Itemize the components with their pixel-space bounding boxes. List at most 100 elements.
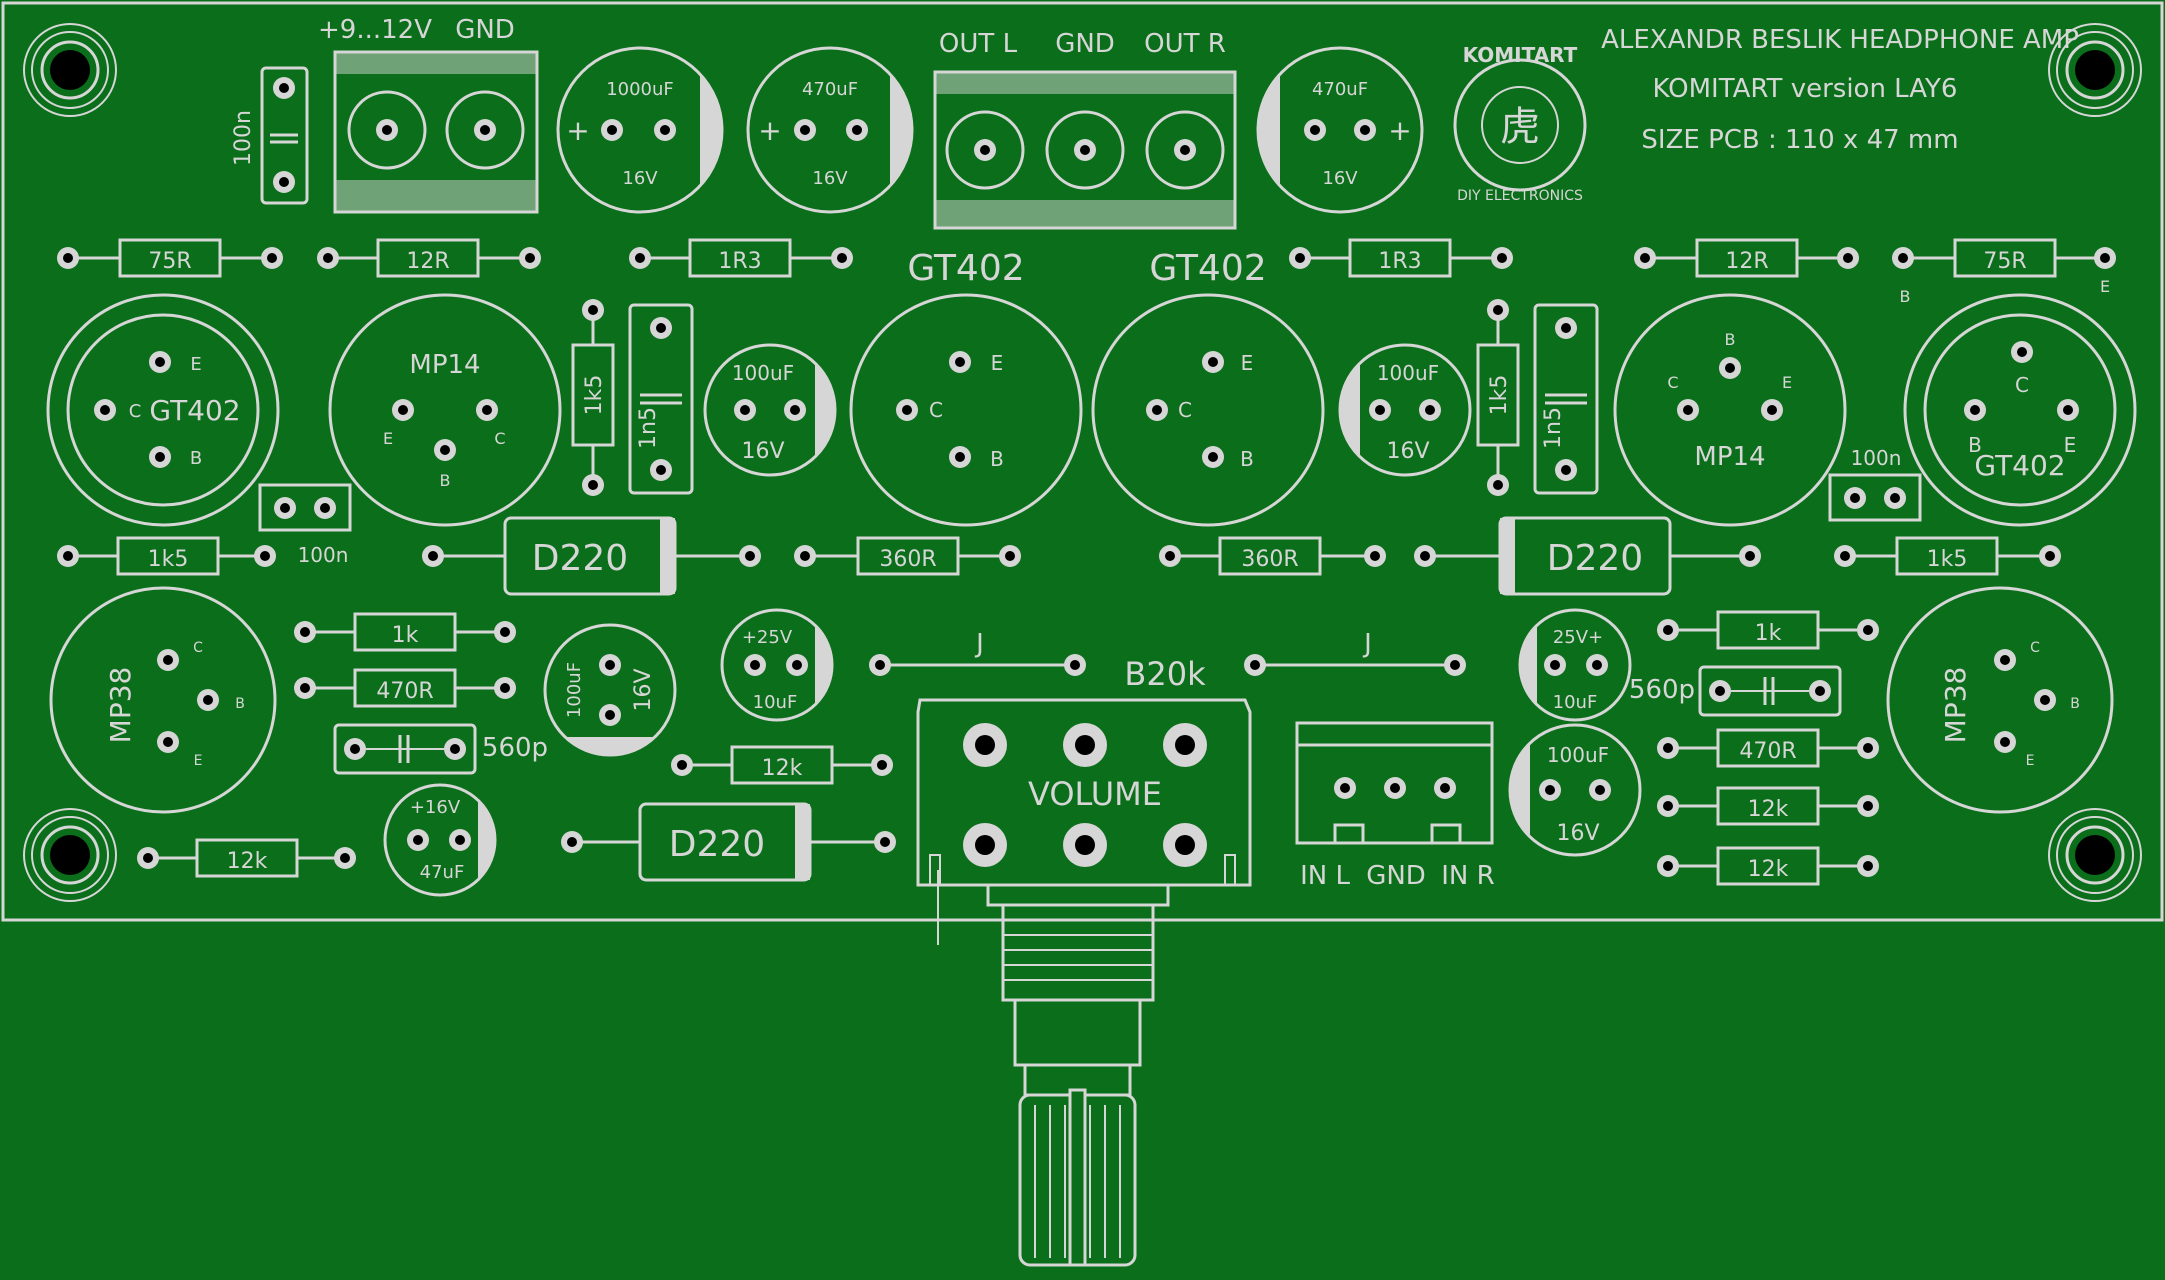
resistor-1r3-right: 1R3 <box>1289 238 1513 278</box>
resistor-470r-right: 470R <box>1657 728 1879 768</box>
logo-glyph: 虎 <box>1500 104 1540 150</box>
cap-film-1n5-right: 1n5 <box>1533 303 1599 495</box>
resistor-label: 470R <box>1739 739 1796 764</box>
cap-value: 470uF <box>802 79 858 100</box>
cap-voltage: 16V <box>1386 439 1429 464</box>
pin-b-label: B <box>1725 330 1736 349</box>
resistor-label: 1k5 <box>1487 375 1512 416</box>
cap-voltage: 16V <box>741 439 784 464</box>
cap-label: 560p <box>1629 675 1695 705</box>
transistor-label: GT402 <box>149 394 240 427</box>
resistor-label: 12k <box>1748 797 1789 822</box>
svg-text:+: + <box>758 114 781 147</box>
komitart-logo: 虎 KOMITART DIY ELECTRONICS <box>1453 43 1587 204</box>
resistor-row-1: 75R 12R 1R3 1R3 12R <box>57 238 2116 278</box>
cap-value: 100uF <box>1377 361 1439 385</box>
resistor-label: 1R3 <box>1378 249 1421 274</box>
resistor-1k5-vertical-right: 1k5 <box>1476 299 1520 496</box>
pin-c-label: C <box>193 640 203 656</box>
transistor-label: MP14 <box>409 350 480 380</box>
pin-b-label: B <box>2070 696 2080 712</box>
pin-c-label: C <box>494 429 505 448</box>
cap-voltage: +25V <box>742 627 793 648</box>
pin-c-label: C <box>2030 640 2040 656</box>
resistor-label: 470R <box>376 679 433 704</box>
pin-b-label: B <box>1240 447 1254 471</box>
pin-e-label: E <box>383 429 393 448</box>
power-gnd-label: GND <box>455 15 515 45</box>
output-connector: OUT L GND OUT R <box>933 29 1237 230</box>
resistor-label: 1k5 <box>1927 547 1968 572</box>
diode-d220-left: D220 <box>422 516 761 596</box>
resistor-label: 1k5 <box>582 375 607 416</box>
cap-film-100n-right: 100n <box>1828 446 1922 522</box>
pin-b-label: B <box>1968 433 1982 457</box>
power-voltage-label: +9...12V <box>318 15 432 45</box>
cap-film-100n-top: 100n <box>231 66 309 205</box>
transistor-gt402-right: GT402 C B E B E <box>1900 277 2137 527</box>
transistor-gt402-left: GT402 E C B <box>46 293 280 527</box>
logo-text-top: KOMITART <box>1463 43 1578 67</box>
pin-c-label: C <box>1667 373 1678 392</box>
pin-e-label: E <box>2100 277 2110 296</box>
pin-c-label: C <box>129 401 142 422</box>
cap-label: 560p <box>482 733 548 763</box>
diode-label: D220 <box>1547 538 1643 579</box>
resistor-label: 12R <box>1725 249 1768 274</box>
transistor-gt402-center-left: GT402 E C B <box>849 248 1083 527</box>
diode-d220-right: D220 <box>1414 516 1761 596</box>
in-l-label: IN L <box>1300 861 1350 891</box>
pin-c-label: C <box>2015 373 2029 397</box>
cap-elec-47uf: +16V 47uF <box>383 783 497 897</box>
transistor-label: GT402 <box>907 248 1024 289</box>
out-r-label: OUT R <box>1144 29 1226 59</box>
resistor-75r-left: 75R <box>57 238 283 278</box>
pin-e-label: E <box>194 753 203 769</box>
resistor-12k-right-2: 12k <box>1657 846 1879 886</box>
svg-text:+: + <box>566 114 589 147</box>
pin-e-label: E <box>1241 351 1254 375</box>
input-connector: IN L GND IN R <box>1295 721 1495 891</box>
cap-voltage: 16V <box>1322 168 1358 189</box>
pin-b-label: B <box>235 696 245 712</box>
power-connector: +9...12V GND <box>318 15 539 214</box>
resistor-1k5-right: 1k5 <box>1834 536 2061 576</box>
cap-label: 1n5 <box>636 407 661 449</box>
cap-elec-100uf-right: 100uF 16V <box>1338 343 1472 477</box>
resistor-1k-right: 1k <box>1657 610 1879 650</box>
resistor-12r-left: 12R <box>317 238 541 278</box>
pin-e-label: E <box>1782 373 1792 392</box>
cap-value: 1000uF <box>606 79 674 100</box>
cap-value: 470uF <box>1312 79 1368 100</box>
resistor-12k-left: 12k <box>137 838 356 878</box>
cap-film-560p-left: 560p <box>333 723 548 775</box>
jumper-label: J <box>974 629 984 659</box>
cap-voltage: 25V+ <box>1553 627 1603 648</box>
pin-e-label: E <box>190 354 201 375</box>
cap-elec-10uf-left: +25V 10uF <box>720 608 834 722</box>
pin-b-label: B <box>440 471 451 490</box>
jumper-j2: J <box>1244 629 1466 676</box>
resistor-1r3-left: 1R3 <box>629 238 853 278</box>
cap-voltage: 16V <box>1556 821 1599 846</box>
pin-c-label: C <box>929 398 943 422</box>
in-gnd-label: GND <box>1366 861 1426 891</box>
pin-c-label: C <box>1178 398 1192 422</box>
jumper-j1: J <box>869 629 1086 676</box>
cap-voltage: 16V <box>631 668 656 711</box>
transistor-mp38-left: MP38 C B E <box>49 586 277 814</box>
svg-text:+: + <box>1388 114 1411 147</box>
cap-voltage: 16V <box>622 168 658 189</box>
resistor-label: 75R <box>1983 249 2026 274</box>
out-l-label: OUT L <box>939 29 1018 59</box>
resistor-label: 1R3 <box>718 249 761 274</box>
cap-film-100n-left: 100n <box>258 483 352 567</box>
cap-value: 10uF <box>753 692 798 713</box>
cap-elec-1000uf: 1000uF 16V + <box>556 46 724 214</box>
resistor-label: 1k <box>392 623 419 648</box>
transistor-mp14-left: MP14 E B C <box>328 293 562 527</box>
resistor-12k-right-1: 12k <box>1657 786 1879 826</box>
board-version: KOMITART version LAY6 <box>1653 74 1958 104</box>
transistor-label: MP38 <box>104 667 137 744</box>
